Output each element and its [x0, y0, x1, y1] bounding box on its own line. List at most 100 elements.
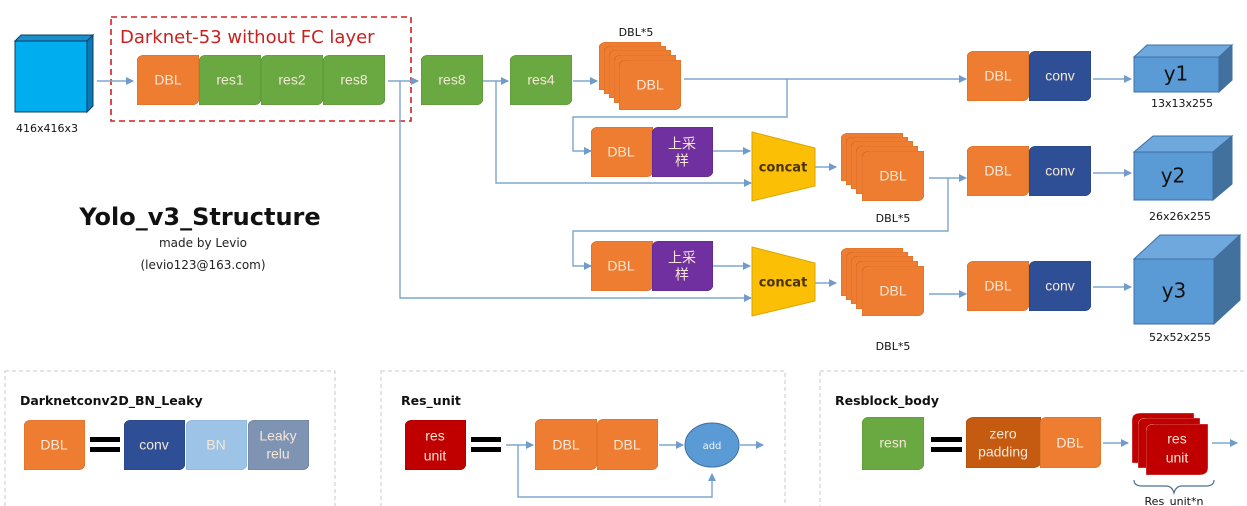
legend-dbl-leaky-relu: Leaky relu — [248, 420, 309, 470]
svg-text:res4: res4 — [527, 72, 554, 88]
legend-res-unit-title: Res_unit — [401, 393, 461, 409]
svg-text:DBL: DBL — [40, 437, 67, 453]
svg-text:conv: conv — [1045, 68, 1075, 84]
legend-dbl-title: Darknetconv2D_BN_Leaky — [20, 393, 203, 409]
svg-text:res: res — [1167, 431, 1186, 447]
legend-res-unit-dbl-1: DBL — [535, 419, 597, 470]
svg-text:concat: concat — [759, 276, 808, 291]
backbone-block-res4: res4 — [510, 55, 572, 105]
branch2-head-conv: conv — [1029, 146, 1091, 196]
svg-text:DBL: DBL — [613, 437, 640, 453]
svg-text:样: 样 — [675, 267, 689, 283]
svg-text:DBL: DBL — [607, 144, 634, 160]
legend-resblock-title: Resblock_body — [835, 393, 939, 409]
branch3-pre-dbl: DBL — [591, 241, 653, 291]
branch2-upsample: 上采 样 — [652, 127, 713, 177]
darknet-block-res1: res1 — [199, 55, 261, 105]
connector-lines — [97, 75, 1132, 302]
svg-text:BN: BN — [206, 437, 225, 453]
svg-text:上采: 上采 — [668, 136, 696, 152]
branch2-dbl-stack: DBL — [841, 133, 924, 201]
legend-res-unit-lhs: res unit — [405, 420, 466, 470]
legend-zero-padding: zero padding — [966, 417, 1041, 468]
branch1-head-dbl: DBL — [967, 51, 1029, 101]
output-y1: y1 — [1132, 43, 1234, 94]
svg-text:样: 样 — [675, 153, 689, 169]
output-y3: y3 — [1132, 233, 1242, 326]
darknet-frame — [110, 16, 412, 122]
svg-text:relu: relu — [266, 446, 289, 462]
branch2-concat: concat — [751, 131, 816, 202]
branch3-head-dbl: DBL — [967, 261, 1029, 311]
darknet-block-res2: res2 — [261, 55, 323, 105]
branch1-stack-label: DBL*5 — [619, 26, 654, 39]
svg-text:concat: concat — [759, 161, 808, 176]
svg-text:上采: 上采 — [668, 250, 696, 266]
output-y1-size: 13x13x255 — [1151, 97, 1213, 110]
svg-text:conv: conv — [1045, 163, 1075, 179]
darknet-block-res8: res8 — [323, 55, 385, 105]
branch1-head-conv: conv — [1029, 51, 1091, 101]
svg-text:resn: resn — [879, 435, 906, 451]
svg-text:res8: res8 — [340, 72, 367, 88]
legend-dbl-lhs: DBL — [24, 420, 85, 470]
branch3-head-conv: conv — [1029, 261, 1091, 311]
input-size-label: 416x416x3 — [16, 122, 78, 135]
branch2-pre-dbl: DBL — [591, 127, 653, 177]
svg-text:unit: unit — [1166, 450, 1189, 466]
branch1-dbl-stack: DBL — [599, 42, 681, 110]
diagram-title: Yolo_v3_Structure — [78, 203, 320, 231]
brace-icon — [1133, 479, 1215, 496]
svg-text:conv: conv — [1045, 278, 1075, 294]
input-tensor — [13, 33, 95, 114]
legend-add-node: add — [684, 422, 740, 468]
legend-resblock-frame — [819, 370, 1247, 506]
darknet-block-dbl: DBL — [137, 55, 199, 105]
legend-dbl-frame — [4, 370, 336, 506]
svg-text:unit: unit — [424, 448, 447, 464]
svg-text:res2: res2 — [278, 72, 305, 88]
equals-icon — [471, 437, 501, 452]
svg-text:DBL: DBL — [879, 168, 906, 184]
legend-res-unit-stack: res unit — [1132, 413, 1208, 475]
svg-text:conv: conv — [139, 437, 169, 453]
svg-text:padding: padding — [978, 444, 1028, 460]
legend-resblock-lhs: resn — [862, 417, 924, 470]
output-y3-size: 52x52x255 — [1149, 331, 1211, 344]
output-y2-size: 26x26x255 — [1149, 210, 1211, 223]
svg-text:DBL: DBL — [984, 68, 1011, 84]
legend-res-unit-dbl-2: DBL — [597, 419, 658, 470]
legend-dbl-bn: BN — [186, 420, 247, 470]
svg-text:zero: zero — [989, 426, 1016, 442]
svg-text:res8: res8 — [438, 72, 465, 88]
equals-icon — [931, 437, 962, 452]
svg-text:res: res — [425, 428, 444, 444]
svg-text:Leaky: Leaky — [259, 428, 296, 444]
legend-res-unit-frame — [380, 370, 786, 506]
output-y2: y2 — [1132, 134, 1234, 202]
svg-text:y1: y1 — [1164, 62, 1189, 86]
branch2-head-dbl: DBL — [967, 146, 1029, 196]
branch3-upsample: 上采 样 — [652, 241, 713, 291]
darknet-label: Darknet-53 without FC layer — [120, 27, 375, 48]
diagram-contact: (levio123@163.com) — [140, 258, 265, 272]
branch2-stack-label: DBL*5 — [876, 212, 911, 225]
svg-text:y3: y3 — [1162, 279, 1187, 303]
svg-text:DBL: DBL — [879, 283, 906, 299]
legend-resblock-dbl: DBL — [1040, 417, 1101, 468]
svg-text:res1: res1 — [216, 72, 243, 88]
svg-text:DBL: DBL — [154, 72, 181, 88]
svg-text:DBL: DBL — [984, 163, 1011, 179]
svg-text:DBL: DBL — [1056, 435, 1083, 451]
svg-text:DBL: DBL — [552, 437, 579, 453]
diagram-subtitle: made by Levio — [159, 236, 247, 250]
svg-text:y2: y2 — [1161, 164, 1186, 188]
branch3-dbl-stack: DBL — [841, 248, 924, 316]
legend-dbl-conv: conv — [124, 420, 185, 470]
svg-text:DBL: DBL — [636, 77, 663, 93]
equals-icon — [90, 437, 120, 452]
backbone-block-res8: res8 — [421, 55, 483, 105]
svg-text:add: add — [703, 441, 722, 452]
svg-text:DBL: DBL — [607, 258, 634, 274]
